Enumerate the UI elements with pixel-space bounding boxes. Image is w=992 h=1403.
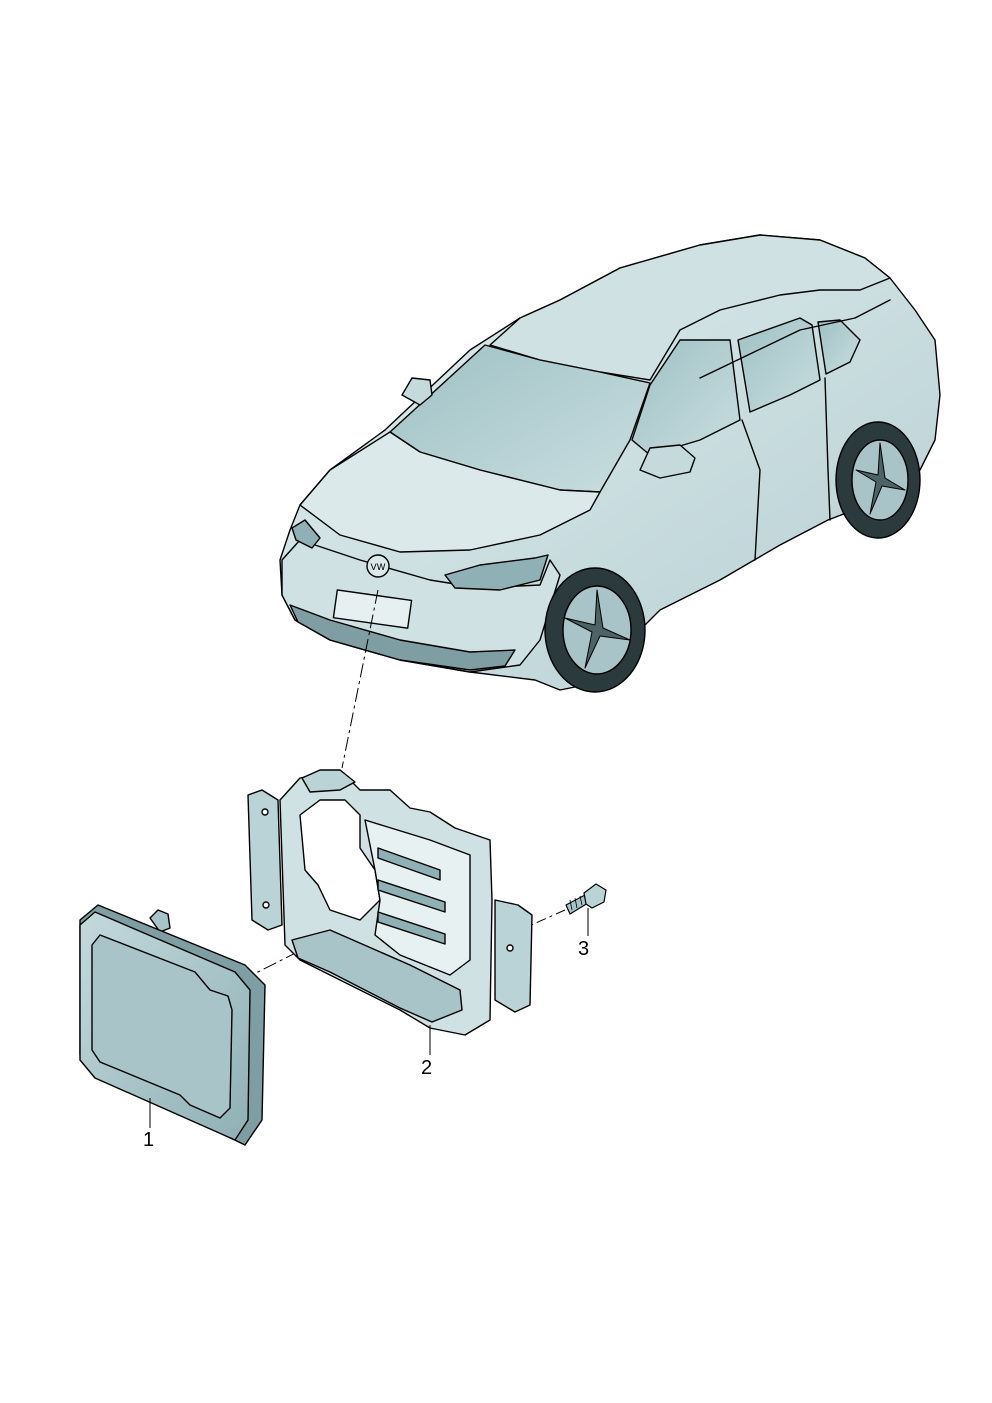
vehicle-hood — [299, 431, 601, 553]
vehicle-front-wheel — [544, 567, 646, 693]
vehicle-door-line-front — [741, 419, 761, 561]
radar-sensor — [79, 904, 266, 1146]
vehicle-illustration: VW — [279, 234, 941, 693]
bracket-slot-3 — [377, 911, 446, 945]
vehicle-license-plate — [332, 589, 413, 629]
bracket-right-flange — [494, 899, 533, 1013]
bracket-slot-1 — [377, 847, 441, 881]
bracket-top-tab — [301, 769, 356, 793]
vehicle-quarter-window — [817, 319, 861, 375]
svg-text:VW: VW — [370, 563, 385, 573]
vehicle-emblem — [366, 554, 390, 578]
callout-number-3: 3 — [578, 938, 590, 960]
callout-number-2: 2 — [421, 1057, 433, 1079]
vehicle-rear-wheel — [835, 421, 921, 539]
vehicle-front-side-window — [631, 339, 741, 456]
bracket-bottom-tray — [291, 929, 463, 1023]
sensor-bracket — [247, 769, 533, 1036]
sensor-lens — [91, 934, 233, 1119]
vehicle-door-line-rear — [824, 377, 831, 521]
leader-vehicle-to-bracket — [341, 589, 379, 769]
vehicle-headlight-right — [444, 554, 549, 591]
screw — [565, 883, 607, 915]
bracket-slot-2 — [377, 879, 446, 913]
vehicle-left-mirror — [401, 377, 433, 406]
vehicle-side-mirror — [639, 444, 696, 479]
screw-head — [583, 883, 607, 909]
vehicle-roof-rail — [699, 299, 891, 379]
leader-screw-to-bracket — [519, 909, 566, 931]
vehicle-headlight-left — [291, 519, 321, 549]
bracket-left-flange — [247, 789, 283, 931]
vehicle-rear-side-window — [737, 317, 821, 413]
callout-number-1: 1 — [143, 1129, 155, 1151]
vehicle-lower-grille — [289, 604, 516, 671]
